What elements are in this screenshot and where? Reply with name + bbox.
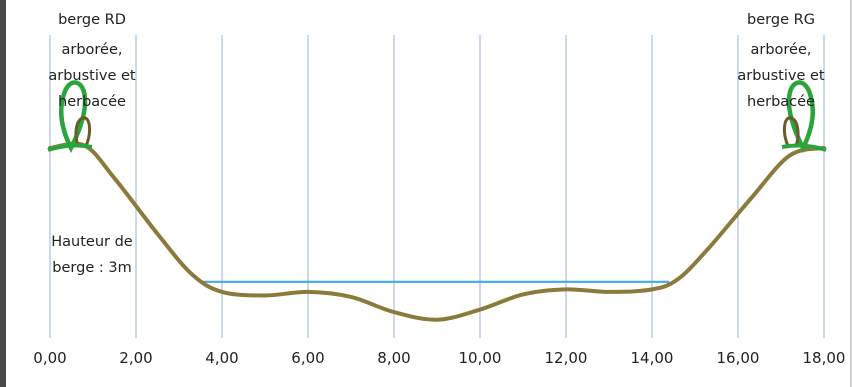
- x-tick-label-6: 12,00: [545, 349, 588, 367]
- x-tick-label-3: 6,00: [291, 349, 324, 367]
- x-tick-label-0: 0,00: [33, 349, 66, 367]
- bank-right-label-line-3: arbustive et: [737, 68, 825, 84]
- height-label-line-1: Hauteur de: [51, 234, 133, 250]
- bank-right-label-line-2: arborée,: [750, 42, 811, 58]
- x-axis-ticks: 0,00 2,00 4,00 6,00 8,00 10,00 12,00 14,00 16,00…: [33, 349, 845, 367]
- tree-right-icon: [781, 80, 827, 154]
- riverbed-profile: [48, 141, 826, 322]
- riverbed-profile-line: [48, 141, 826, 322]
- grid-lines: [49, 35, 825, 338]
- bank-right-label-line-1: berge RG: [747, 12, 815, 28]
- bank-right-label-line-4: herbacée: [747, 94, 815, 110]
- x-tick-label-5: 10,00: [459, 349, 502, 367]
- x-tick-label-8: 16,00: [717, 349, 760, 367]
- x-tick-label-2: 4,00: [205, 349, 238, 367]
- x-tick-label-1: 2,00: [119, 349, 152, 367]
- x-tick-label-9: 18,00: [803, 349, 846, 367]
- frame-left-border: [0, 0, 6, 387]
- frame-right-border: [850, 0, 852, 387]
- bank-left-label-line-2: arborée,: [61, 42, 122, 58]
- tree-left-icon: [47, 80, 93, 154]
- bank-left-label-line-4: herbacée: [58, 94, 126, 110]
- bank-left-label-line-1: berge RD: [58, 12, 126, 28]
- x-tick-label-7: 14,00: [631, 349, 674, 367]
- bank-left-label-line-3: arbustive et: [48, 68, 136, 84]
- x-tick-label-4: 8,00: [377, 349, 410, 367]
- height-label-line-2: berge : 3m: [52, 260, 131, 276]
